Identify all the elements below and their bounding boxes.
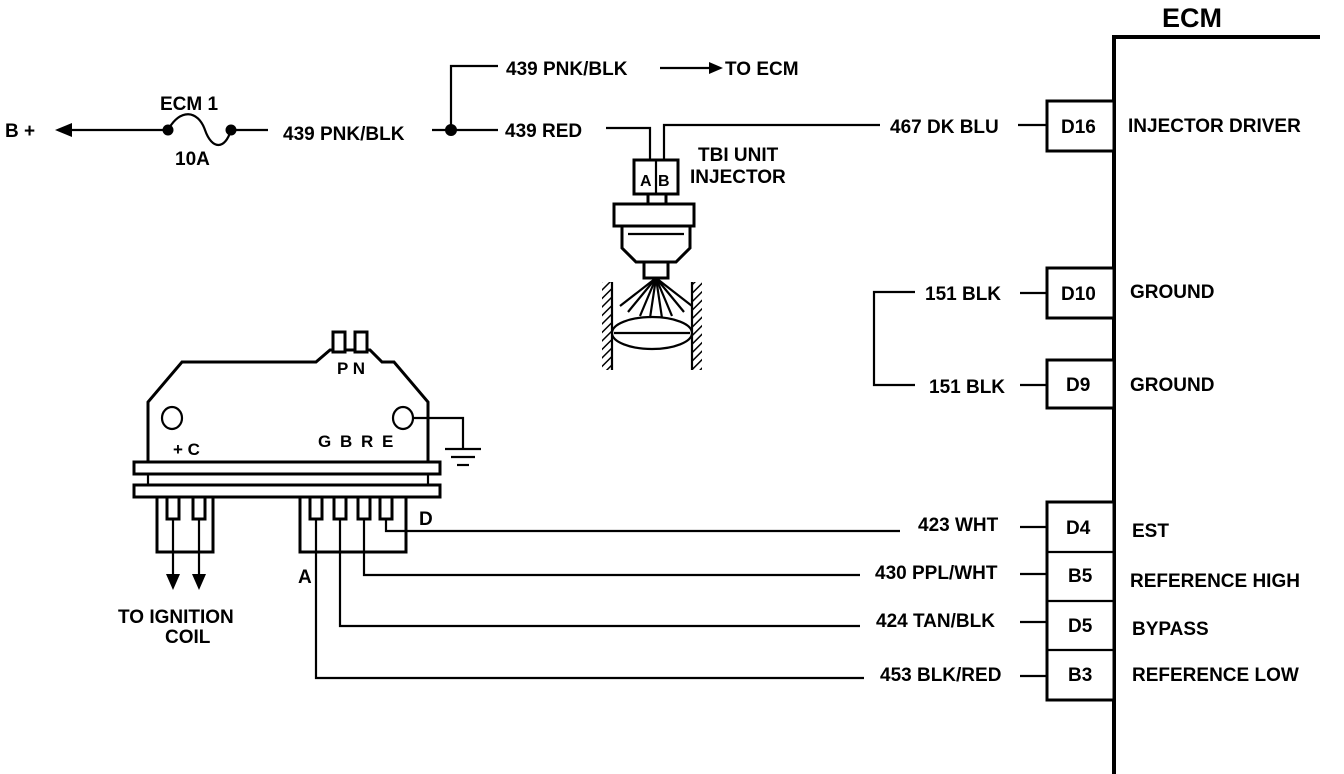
branch-destination: TO ECM xyxy=(725,59,799,80)
wire-label: 430 PPL/WHT xyxy=(875,563,998,584)
pin-function: REFERENCE HIGH xyxy=(1130,571,1300,592)
wire-label: 424 TAN/BLK xyxy=(876,611,995,632)
ignition-module: P N + C G B R E TO IGNITION COIL A D xyxy=(118,330,481,648)
pin-function: INJECTOR DRIVER xyxy=(1128,116,1301,137)
module-pin-d: D xyxy=(419,509,433,530)
power-feed: B + ECM 1 10A 439 PNK/BLK 439 PNK/BLK TO… xyxy=(5,59,799,170)
module-ecm-wires: 423 WHT 430 PPL/WHT 424 TAN/BLK 453 BLK/… xyxy=(314,515,1047,686)
wire-label: 151 BLK xyxy=(925,284,1001,305)
pin-label: B3 xyxy=(1068,665,1092,686)
wire-label: 423 WHT xyxy=(918,515,999,536)
injector-pin-b: B xyxy=(658,173,670,190)
injector-pin-a: A xyxy=(640,173,652,190)
coil-label-line1: TO IGNITION xyxy=(118,607,234,628)
ecm-pin-d9: D9 GROUND xyxy=(1045,358,1214,410)
wire-label: 453 BLK/RED xyxy=(880,665,1001,686)
pin-label: D10 xyxy=(1061,284,1096,305)
fuse-rating: 10A xyxy=(175,149,210,170)
wire-label: 467 DK BLU xyxy=(890,117,999,138)
module-pin-a: A xyxy=(298,567,312,588)
pin-label: B5 xyxy=(1068,566,1093,587)
spray-pattern xyxy=(619,277,693,319)
arrow-right-icon xyxy=(709,62,723,74)
pin-function: BYPASS xyxy=(1132,619,1209,640)
ecm-pin-group-lower: D4 EST B5 REFERENCE HIGH D5 BYPASS B3 RE… xyxy=(1045,500,1300,702)
injector-driver-wire: 467 DK BLU xyxy=(662,117,1047,160)
pin-function: EST xyxy=(1132,521,1169,542)
arrow-left-icon xyxy=(55,123,72,137)
branch-wire-label: 439 PNK/BLK xyxy=(506,59,628,80)
pin-label: D16 xyxy=(1061,117,1096,138)
module-right-pins: G B R E xyxy=(318,432,395,451)
pin-function: REFERENCE LOW xyxy=(1132,665,1299,686)
fuse-name: ECM 1 xyxy=(160,94,219,115)
ground-wires: 151 BLK 151 BLK xyxy=(872,284,1047,398)
injector-title-line1: TBI UNIT xyxy=(698,145,779,166)
feed-wire-label: 439 PNK/BLK xyxy=(283,124,405,145)
arrow-down-icon xyxy=(192,574,206,590)
ecm-title: ECM xyxy=(1162,3,1222,33)
wire-label: 151 BLK xyxy=(929,377,1005,398)
pin-label: D5 xyxy=(1068,616,1093,637)
ecm-pin-d16: D16 INJECTOR DRIVER xyxy=(1045,99,1301,153)
injector-feed-label: 439 RED xyxy=(505,121,582,142)
arrow-down-icon xyxy=(166,574,180,590)
battery-label: B + xyxy=(5,121,35,142)
coil-label-line2: COIL xyxy=(165,627,211,648)
module-top-pins: P N xyxy=(337,359,365,378)
injector-title-line2: INJECTOR xyxy=(690,167,786,188)
pin-function: GROUND xyxy=(1130,282,1214,303)
module-left-pins: + C xyxy=(173,440,200,459)
pin-label: D4 xyxy=(1066,518,1091,539)
ecm-pin-d10: D10 GROUND xyxy=(1045,266,1214,320)
tbi-injector: A B TBI UNIT INJECTOR xyxy=(602,145,786,370)
pin-label: D9 xyxy=(1066,375,1090,396)
pin-function: GROUND xyxy=(1130,375,1214,396)
